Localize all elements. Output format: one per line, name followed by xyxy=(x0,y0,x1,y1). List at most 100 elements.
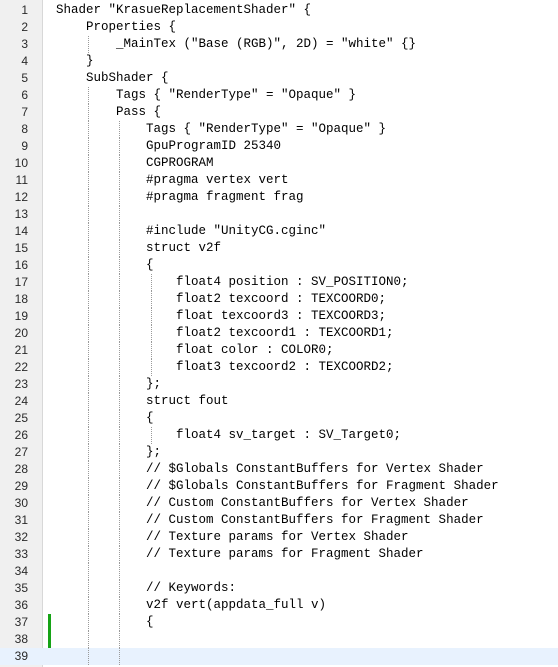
code-text: // $Globals ConstantBuffers for Fragment… xyxy=(56,479,499,493)
code-line[interactable]: 10 CGPROGRAM xyxy=(0,155,558,172)
indent-guide xyxy=(119,172,120,189)
code-text: float4 position : SV_POSITION0; xyxy=(56,275,409,289)
code-line[interactable]: 13 xyxy=(0,206,558,223)
code-text: float2 texcoord : TEXCOORD0; xyxy=(56,292,387,306)
indent-guide xyxy=(87,461,89,478)
code-line[interactable]: 4 } xyxy=(0,53,558,70)
code-line[interactable]: 33 // Texture params for Fragment Shader xyxy=(0,546,558,563)
code-line[interactable]: 2 Properties { xyxy=(0,19,558,36)
code-text: // Custom ConstantBuffers for Vertex Sha… xyxy=(56,496,469,510)
indent-guide xyxy=(87,121,89,138)
code-text: }; xyxy=(56,445,162,459)
indent-guide xyxy=(150,291,152,308)
code-line[interactable]: 9 GpuProgramID 25340 xyxy=(0,138,558,155)
indent-guide xyxy=(87,87,89,104)
code-text: CGPROGRAM xyxy=(56,156,214,170)
indent-guide xyxy=(87,495,89,512)
line-number: 33 xyxy=(14,547,28,561)
indent-guide xyxy=(87,291,89,308)
indent-guide xyxy=(87,359,89,376)
indent-guide xyxy=(119,546,120,563)
code-line[interactable]: 3 _MainTex ("Base (RGB)", 2D) = "white" … xyxy=(0,36,558,53)
indent-guide xyxy=(87,597,89,614)
code-line[interactable]: 7 Pass { xyxy=(0,104,558,121)
indent-guide xyxy=(119,274,120,291)
code-line[interactable]: 21 float color : COLOR0; xyxy=(0,342,558,359)
code-line[interactable]: 29 // $Globals ConstantBuffers for Fragm… xyxy=(0,478,558,495)
code-line[interactable]: 6 Tags { "RenderType" = "Opaque" } xyxy=(0,87,558,104)
code-line[interactable]: 24 struct fout xyxy=(0,393,558,410)
line-number-gutter xyxy=(0,0,43,667)
line-number: 20 xyxy=(14,326,28,340)
code-text: float4 sv_target : SV_Target0; xyxy=(56,428,402,442)
code-line[interactable]: 37 { xyxy=(0,614,558,631)
indent-guide xyxy=(87,393,89,410)
indent-guide xyxy=(119,359,120,376)
code-line[interactable]: 38 xyxy=(0,631,558,648)
code-line[interactable]: 5 SubShader { xyxy=(0,70,558,87)
code-line[interactable]: 23 }; xyxy=(0,376,558,393)
code-line[interactable]: 19 float texcoord3 : TEXCOORD3; xyxy=(0,308,558,325)
code-line[interactable]: 16 { xyxy=(0,257,558,274)
line-number: 31 xyxy=(14,513,28,527)
code-line[interactable]: 12 #pragma fragment frag xyxy=(0,189,558,206)
code-text: float color : COLOR0; xyxy=(56,343,334,357)
code-line[interactable]: 31 // Custom ConstantBuffers for Fragmen… xyxy=(0,512,558,529)
indent-guide xyxy=(119,393,120,410)
code-line[interactable]: 32 // Texture params for Vertex Shader xyxy=(0,529,558,546)
code-line[interactable]: 11 #pragma vertex vert xyxy=(0,172,558,189)
code-text: }; xyxy=(56,377,162,391)
code-line[interactable]: 26 float4 sv_target : SV_Target0; xyxy=(0,427,558,444)
line-number: 4 xyxy=(21,54,28,68)
indent-guide xyxy=(87,580,89,597)
indent-guide xyxy=(87,274,89,291)
indent-guide xyxy=(119,580,120,597)
indent-guide xyxy=(119,631,120,648)
code-line[interactable]: 28 // $Globals ConstantBuffers for Verte… xyxy=(0,461,558,478)
code-text: Pass { xyxy=(56,105,162,119)
line-number: 35 xyxy=(14,581,28,595)
line-number: 13 xyxy=(14,207,28,221)
line-number: 28 xyxy=(14,462,28,476)
code-line[interactable]: 25 { xyxy=(0,410,558,427)
code-line[interactable]: 36 v2f vert(appdata_full v) xyxy=(0,597,558,614)
code-line[interactable]: 18 float2 texcoord : TEXCOORD0; xyxy=(0,291,558,308)
code-line[interactable]: 8 Tags { "RenderType" = "Opaque" } xyxy=(0,121,558,138)
code-line[interactable]: 22 float3 texcoord2 : TEXCOORD2; xyxy=(0,359,558,376)
code-text: SubShader { xyxy=(56,71,169,85)
line-number: 2 xyxy=(21,20,28,34)
line-number: 37 xyxy=(14,615,28,629)
code-line[interactable]: 30 // Custom ConstantBuffers for Vertex … xyxy=(0,495,558,512)
indent-guide xyxy=(87,155,89,172)
code-text: _MainTex ("Base (RGB)", 2D) = "white" {} xyxy=(56,37,417,51)
indent-guide xyxy=(119,410,120,427)
indent-guide xyxy=(119,223,120,240)
indent-guide xyxy=(119,325,120,342)
indent-guide xyxy=(150,427,152,444)
code-text: { xyxy=(56,615,154,629)
indent-guide xyxy=(87,36,89,53)
indent-guide xyxy=(150,342,152,359)
code-text: #pragma vertex vert xyxy=(56,173,289,187)
indent-guide xyxy=(150,308,152,325)
code-line[interactable]: 35 // Keywords: xyxy=(0,580,558,597)
indent-guide xyxy=(87,325,89,342)
code-line[interactable]: 15 struct v2f xyxy=(0,240,558,257)
code-line[interactable]: 34 xyxy=(0,563,558,580)
code-text: } xyxy=(56,54,94,68)
indent-guide xyxy=(87,427,89,444)
code-line[interactable]: 14 #include "UnityCG.cginc" xyxy=(0,223,558,240)
code-line[interactable]: 20 float2 texcoord1 : TEXCOORD1; xyxy=(0,325,558,342)
code-text: Tags { "RenderType" = "Opaque" } xyxy=(56,88,357,102)
code-line[interactable]: 27 }; xyxy=(0,444,558,461)
code-line[interactable]: 17 float4 position : SV_POSITION0; xyxy=(0,274,558,291)
indent-guide xyxy=(119,138,120,155)
line-number: 7 xyxy=(21,105,28,119)
code-text: float2 texcoord1 : TEXCOORD1; xyxy=(56,326,394,340)
code-text: // Texture params for Fragment Shader xyxy=(56,547,424,561)
code-line[interactable]: 39 xyxy=(0,648,558,665)
line-number: 36 xyxy=(14,598,28,612)
